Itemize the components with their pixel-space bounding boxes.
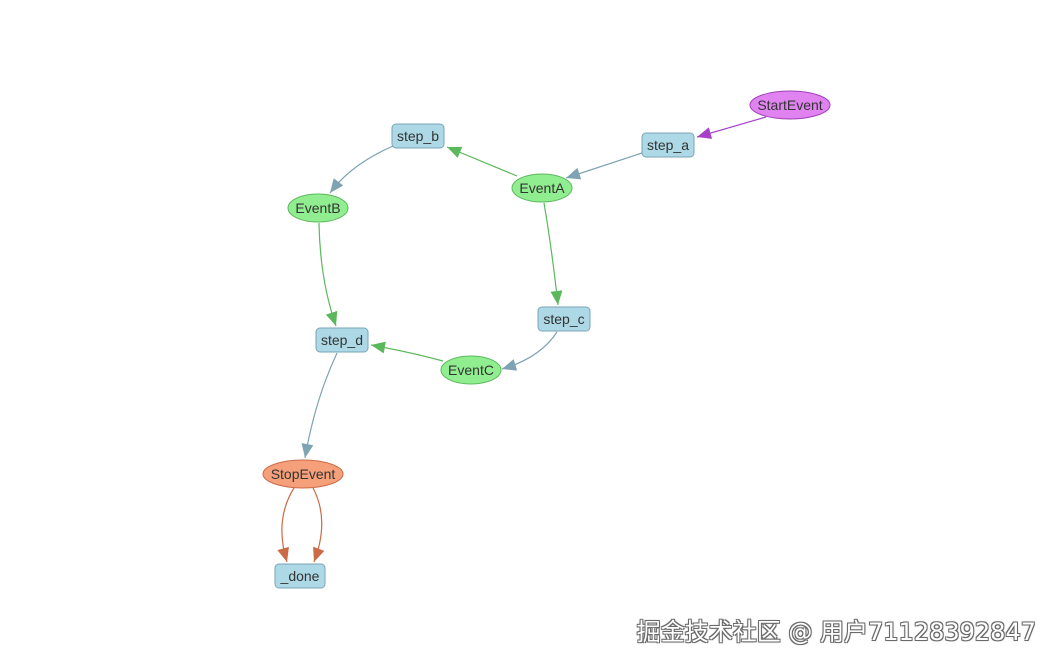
node-step-b[interactable]: step_b (391, 123, 445, 149)
edge-arrowhead (371, 341, 386, 354)
edge-StopEvent-to-_done (312, 487, 325, 563)
step-node-box (315, 327, 369, 353)
node-StopEvent[interactable]: StopEvent (262, 459, 344, 489)
event-node-ellipse (440, 355, 502, 385)
step-node-box (641, 132, 695, 158)
node-label: EventB (295, 200, 340, 216)
edges-layer (277, 116, 767, 563)
node-EventC[interactable]: EventC (440, 355, 502, 385)
node-EventB[interactable]: EventB (287, 193, 349, 223)
edge-arrowhead (277, 546, 289, 562)
node-label: _done (280, 568, 320, 584)
node-label: StopEvent (271, 466, 336, 482)
node-EventA[interactable]: EventA (511, 173, 573, 203)
edge-arrowhead (325, 310, 338, 326)
edge-EventA-to-step_b (446, 146, 518, 177)
edge-arrowhead (502, 359, 518, 371)
edge-arrowhead (447, 146, 463, 158)
node-StartEvent[interactable]: StartEvent (749, 90, 831, 120)
node-step-d[interactable]: step_d (315, 327, 369, 353)
event-node-ellipse (287, 193, 349, 223)
step-node-box (274, 563, 326, 589)
edge-arrowhead (566, 167, 582, 180)
edge-line (543, 202, 559, 306)
edge-StartEvent-to-step_a (696, 116, 767, 139)
edge-step_d-to-StopEvent (301, 352, 338, 459)
node-step-c[interactable]: step_c (537, 306, 591, 332)
edge-step_b-to-EventB (329, 145, 394, 194)
step-node-box (391, 123, 445, 149)
node-label: step_c (543, 311, 584, 327)
node-label: StartEvent (757, 97, 822, 113)
stop-node-ellipse (262, 459, 344, 489)
edge-line (304, 352, 338, 459)
edge-EventA-to-step_c (543, 202, 563, 306)
node-label: EventC (448, 362, 494, 378)
node-label: step_a (647, 137, 689, 153)
node-label: step_b (397, 128, 439, 144)
edge-EventB-to-step_d (318, 222, 338, 327)
node-step-a[interactable]: step_a (641, 132, 695, 158)
node--done[interactable]: _done (274, 563, 326, 589)
edge-step_c-to-EventC (501, 331, 558, 371)
edge-StopEvent-to-_done (277, 487, 295, 563)
edge-arrowhead (301, 443, 314, 458)
node-label: step_d (321, 332, 363, 348)
node-label: EventA (519, 180, 565, 196)
start-node-ellipse (749, 90, 831, 120)
edge-arrowhead (697, 127, 713, 139)
edge-line (318, 222, 337, 327)
edge-step_a-to-EventA (565, 152, 643, 180)
edge-arrowhead (330, 178, 344, 193)
edge-EventC-to-step_d (370, 341, 444, 362)
step-node-box (537, 306, 591, 332)
edge-arrowhead (313, 546, 325, 562)
watermark-text: 掘金技术社区 @ 用户71128392847 (636, 618, 1036, 646)
edge-arrowhead (550, 290, 563, 305)
event-node-ellipse (511, 173, 573, 203)
